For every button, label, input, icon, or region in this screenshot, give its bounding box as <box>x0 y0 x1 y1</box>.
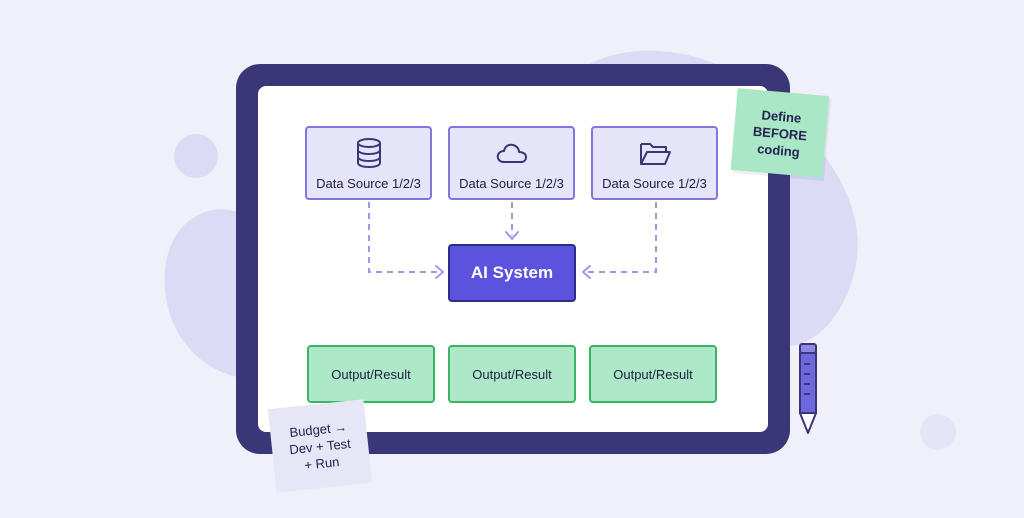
ai-system-box: AI System <box>448 244 576 302</box>
sticky-note-budget-text: Budget → Dev + Test + Run <box>288 418 352 473</box>
sticky-note-budget: Budget → Dev + Test + Run <box>267 399 373 493</box>
data-source-card-3: Data Source 1/2/3 <box>591 126 718 200</box>
output-box-2: Output/Result <box>448 345 576 403</box>
data-source-label: Data Source 1/2/3 <box>459 176 564 191</box>
data-source-label: Data Source 1/2/3 <box>602 176 707 191</box>
data-source-card-2: Data Source 1/2/3 <box>448 126 575 200</box>
output-label: Output/Result <box>613 366 693 382</box>
sticky-note-define: Define BEFORE coding <box>730 88 830 178</box>
data-source-label: Data Source 1/2/3 <box>316 176 421 191</box>
output-label: Output/Result <box>331 366 411 382</box>
output-label: Output/Result <box>472 366 552 382</box>
pencil-icon <box>799 343 817 434</box>
data-source-card-1: Data Source 1/2/3 <box>305 126 432 200</box>
sticky-note-define-text: Define BEFORE coding <box>752 106 808 160</box>
folder-icon <box>639 143 671 165</box>
output-box-3: Output/Result <box>589 345 717 403</box>
ai-system-label: AI System <box>470 263 554 282</box>
cloud-icon <box>496 143 527 163</box>
output-box-1: Output/Result <box>307 345 435 403</box>
database-icon <box>356 138 381 168</box>
